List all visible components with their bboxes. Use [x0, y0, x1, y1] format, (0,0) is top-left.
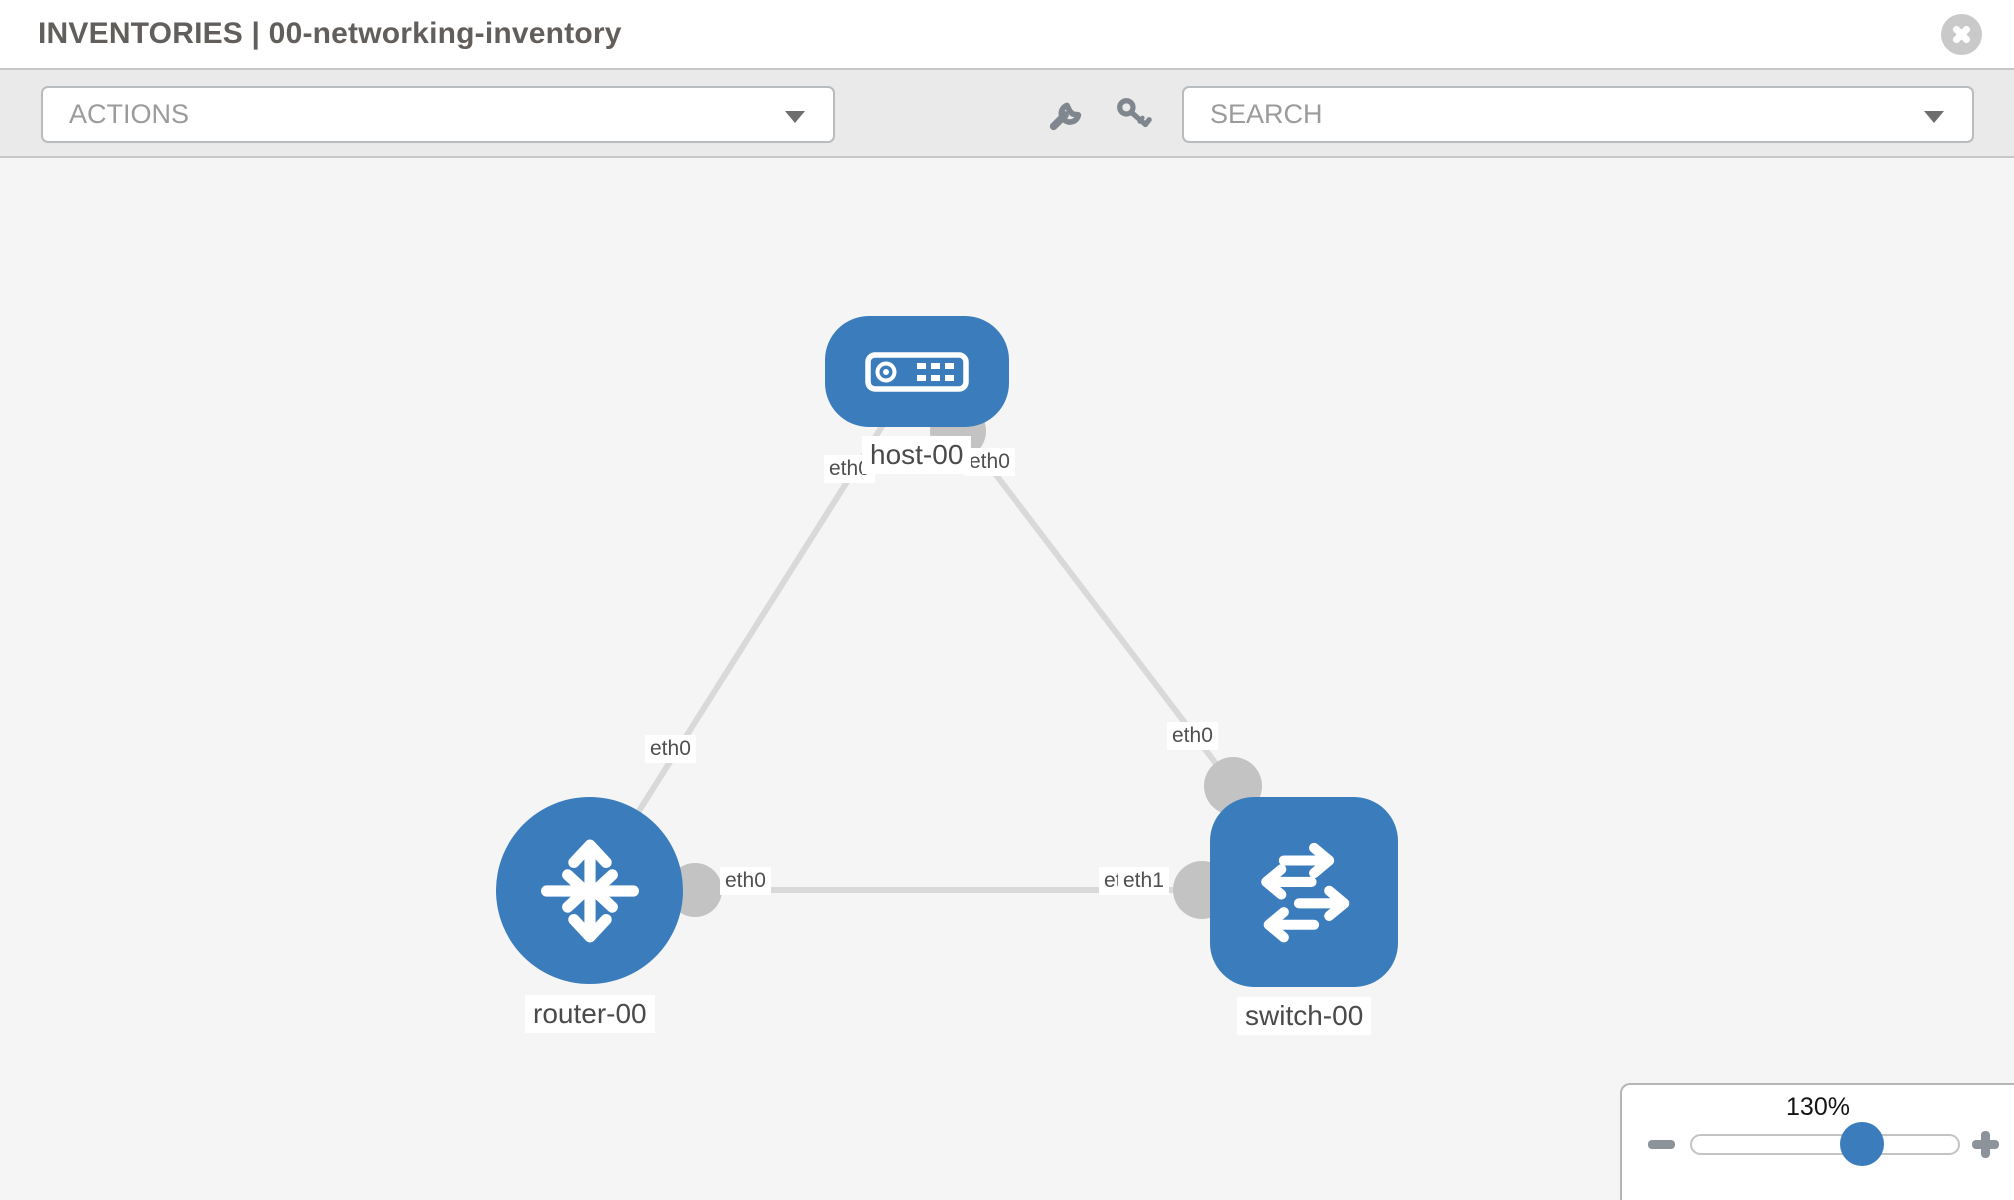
zoom-slider[interactable]: [1690, 1122, 1960, 1166]
wrench-icon[interactable]: [1047, 95, 1085, 133]
interface-label-router-switch-routerside: eth0: [720, 867, 771, 895]
interface-label-router-switch-switchside: eth0 eth1: [1099, 867, 1169, 895]
router-icon: [540, 839, 639, 942]
key-icon[interactable]: [1114, 95, 1152, 133]
header: INVENTORIES | 00-networking-inventory: [0, 0, 2014, 70]
node-switch-00[interactable]: [1210, 797, 1398, 987]
interface-label-host-switch-switchside: eth0: [1167, 722, 1218, 750]
chevron-down-icon: [1924, 111, 1944, 123]
interface-label-host-router-routerside: eth0: [645, 735, 696, 763]
node-host-00[interactable]: [825, 316, 1009, 427]
actions-dropdown-label: ACTIONS: [69, 99, 190, 129]
page-title: INVENTORIES | 00-networking-inventory: [38, 17, 622, 50]
node-label-router: router-00: [525, 995, 655, 1033]
node-router-00[interactable]: [496, 797, 683, 984]
chevron-down-icon: [785, 111, 805, 123]
zoom-in-button[interactable]: [1972, 1131, 1999, 1158]
server-icon: [865, 351, 969, 392]
zoom-control-panel: 130%: [1620, 1083, 2014, 1200]
zoom-slider-thumb[interactable]: [1840, 1122, 1884, 1166]
switch-icon: [1261, 842, 1350, 943]
search-dropdown-label: SEARCH: [1210, 99, 1323, 129]
interface-label-host-switch-hostside: eth0: [964, 448, 1015, 476]
interface-label-top: eth1: [1118, 867, 1169, 895]
search-dropdown[interactable]: SEARCH: [1182, 86, 1974, 143]
node-label-switch: switch-00: [1237, 997, 1372, 1035]
zoom-level-value: 130%: [1786, 1093, 1850, 1121]
topology-canvas[interactable]: [0, 158, 2014, 1200]
zoom-out-button[interactable]: [1648, 1140, 1675, 1149]
toolbar: ACTIONS SEARCH: [0, 70, 2014, 158]
actions-dropdown[interactable]: ACTIONS: [41, 86, 835, 143]
close-icon[interactable]: [1941, 14, 1982, 55]
node-label-host: host-00: [862, 436, 972, 474]
